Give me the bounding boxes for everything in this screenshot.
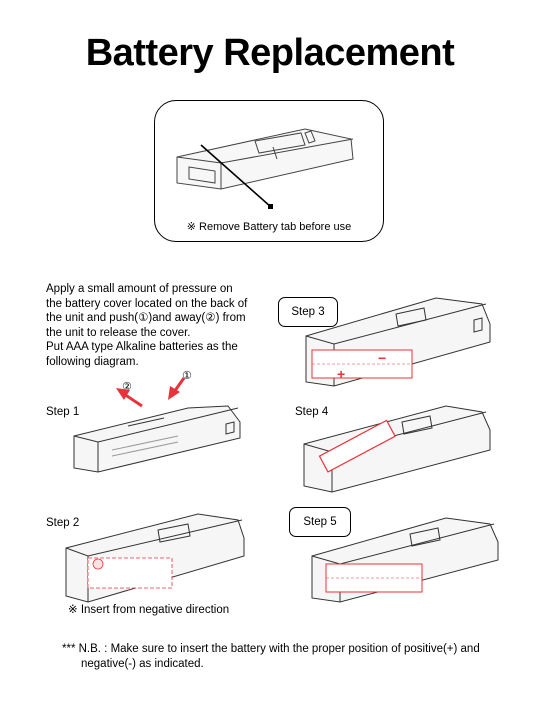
instruction-line: the battery cover located on the back of (46, 297, 248, 310)
nb-note: *** N.B. : Make sure to insert the batte… (62, 642, 492, 672)
battery-tab-panel: ※ Remove Battery tab before use (154, 100, 384, 242)
placed-batteries (325, 563, 423, 593)
push-arrow (168, 377, 186, 400)
step-1-device-illustration (73, 377, 241, 473)
step-4-label: Step 4 (295, 406, 329, 418)
instructions-text: Apply a small amount of pressure on the … (46, 282, 268, 370)
push-mark: ① (182, 370, 192, 382)
instruction-line: Put AAA type Alkaline batteries as the (46, 341, 238, 354)
battery-minus-sign: − (378, 350, 387, 366)
battery-plus-sign: + (337, 366, 346, 382)
step-1-label: Step 1 (46, 406, 80, 418)
inserting-battery (318, 419, 396, 473)
insert-direction-note: ※ Insert from negative direction (68, 604, 230, 616)
step-5-device-illustration (311, 517, 499, 603)
battery-pair (311, 349, 413, 379)
remove-tab-note: ※ Remove Battery tab before use (186, 221, 352, 233)
away-mark: ② (122, 381, 132, 393)
page-title: Battery Replacement (85, 32, 455, 74)
instruction-line: the unit and push(①)and away(②) from (46, 312, 246, 325)
nb-line-1: *** N.B. : Make sure to insert the batte… (62, 643, 480, 655)
empty-battery-slots (87, 557, 173, 589)
instruction-line: the unit to release the cover. (46, 326, 191, 339)
step-3-device-illustration (305, 297, 491, 387)
device-with-tab-illustration (176, 128, 354, 209)
nb-line-2: negative(-) as indicated. (81, 658, 204, 670)
step-2-device-illustration (65, 513, 245, 603)
away-arrow (116, 388, 143, 408)
step-2-label: Step 2 (46, 517, 80, 529)
step-5-label: Step 5 (289, 507, 351, 537)
step-3-label: Step 3 (278, 297, 338, 327)
step-4-device-illustration (303, 405, 491, 493)
instruction-line: following diagram. (46, 355, 139, 368)
instruction-line: Apply a small amount of pressure on (46, 283, 233, 295)
